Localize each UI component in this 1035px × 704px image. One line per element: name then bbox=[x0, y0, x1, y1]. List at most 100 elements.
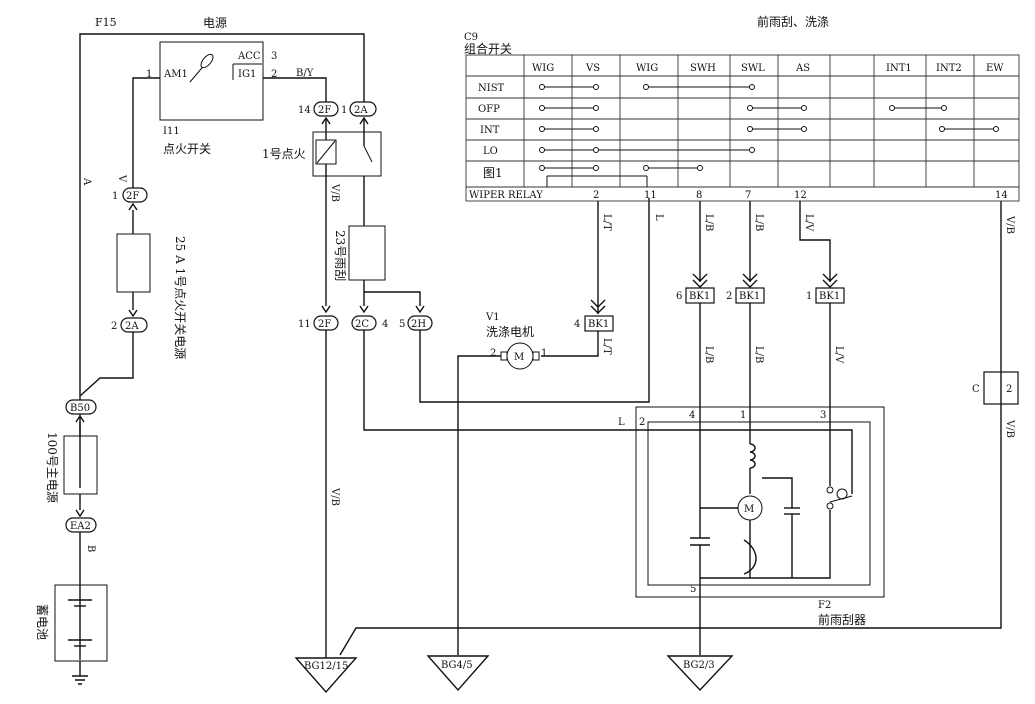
washer-pin-left: 2 bbox=[490, 348, 496, 359]
switch-header-3: SWH bbox=[690, 63, 716, 74]
switch-block-code: C9 bbox=[464, 32, 478, 43]
ignition-relay-box bbox=[312, 131, 382, 177]
connector-ea2 bbox=[65, 517, 97, 533]
connector-2f-top-label: 2F bbox=[318, 105, 331, 116]
ignition-ig1-pin: 2 bbox=[271, 69, 277, 80]
bk1-label-3: BK1 bbox=[819, 291, 840, 302]
connector-2c-pin: 4 bbox=[382, 319, 388, 330]
fuse-25a bbox=[116, 233, 151, 293]
fuse-f15-label: F15 bbox=[95, 16, 117, 29]
switch-row-0: NIST bbox=[478, 83, 505, 94]
connector-2a-top bbox=[349, 101, 377, 117]
relay-coil-diag bbox=[316, 140, 336, 164]
switch-header-7: INT1 bbox=[886, 63, 912, 74]
wire-label-lb2-upper: L/B bbox=[753, 214, 764, 231]
wiper-pin-5: 5 bbox=[690, 584, 696, 595]
lt-wire-lower bbox=[541, 331, 599, 357]
wiper-motor-label: M bbox=[744, 504, 754, 515]
bk1-arrow-2 bbox=[742, 273, 758, 288]
ground-bg12-15: BG12/15 bbox=[294, 655, 358, 694]
wiper-pin-1: 1 bbox=[740, 410, 746, 421]
wiper-pin-l-label: L bbox=[618, 417, 625, 428]
switch-header-0: WIG bbox=[532, 63, 554, 74]
bk1-label-1: BK1 bbox=[689, 291, 710, 302]
washer-motor-label: M bbox=[514, 352, 524, 363]
ground-bg2-3: BG2/3 bbox=[666, 655, 734, 692]
wiper-pin-l-num: 2 bbox=[639, 417, 645, 428]
switch-pin-11: 11 bbox=[644, 190, 657, 201]
connector-2f-left-label: 2F bbox=[126, 191, 139, 202]
wire-label-lt-lower: L/T bbox=[601, 338, 612, 355]
connector-arrow-ea2 bbox=[75, 509, 85, 518]
ignition-name: 点火开关 bbox=[163, 142, 211, 156]
wire-label-a: A bbox=[81, 177, 92, 186]
bk1-pin-0: 4 bbox=[574, 319, 580, 330]
wiper-motor-right bbox=[762, 477, 793, 508]
ignition-am1-pin: 1 bbox=[146, 69, 152, 80]
wire-label-lt-upper: L/T bbox=[601, 214, 612, 231]
wiper-switch-dot bbox=[826, 502, 834, 510]
wire-label-vb-right-lower: V/B bbox=[1004, 419, 1015, 438]
2h-to-switch-wire bbox=[419, 198, 650, 403]
joint-connector-c-label: C bbox=[972, 384, 980, 395]
joint-connector-c-pin: 2 bbox=[1006, 384, 1012, 395]
bk1-arrow-0 bbox=[590, 299, 606, 314]
switch-pin-7: 7 bbox=[745, 190, 751, 201]
wire-label-vb-low: V/B bbox=[329, 487, 340, 506]
washer-name: 洗涤电机 bbox=[486, 325, 534, 339]
connector-arrow-2f-left bbox=[128, 202, 138, 211]
ignition-key-icon bbox=[200, 53, 214, 69]
power-bus-wire bbox=[79, 33, 365, 488]
bk1-label-2: BK1 bbox=[739, 291, 760, 302]
connector-2a-left-pin: 2 bbox=[111, 321, 117, 332]
switch-table bbox=[465, 54, 1020, 202]
ignition-acc-pin: 3 bbox=[271, 51, 277, 62]
wire-label-vb-relay: V/B bbox=[329, 183, 340, 202]
connector-2a-top-label: 2A bbox=[354, 105, 368, 116]
wire-label-b: B bbox=[85, 545, 96, 552]
power-label: 电源 bbox=[203, 16, 227, 30]
ground-icon bbox=[72, 675, 88, 685]
switch-header-5: AS bbox=[795, 63, 810, 74]
connector-2f-top-pin: 14 bbox=[298, 105, 311, 116]
switch-row-2: INT bbox=[480, 125, 500, 136]
connector-arrow-2a-left bbox=[128, 309, 138, 318]
switch-pin-8: 8 bbox=[696, 190, 702, 201]
bk1-connector-0 bbox=[584, 315, 614, 332]
switch-pin-2: 2 bbox=[593, 190, 599, 201]
2c-to-wiper-wire bbox=[363, 330, 853, 494]
connector-arrows-top bbox=[321, 116, 369, 125]
wire-label-vb-right-upper: V/B bbox=[1004, 215, 1015, 234]
connector-ea2-label: EA2 bbox=[70, 521, 91, 532]
fuse-23-label: 23号雨刮 bbox=[333, 230, 347, 281]
connector-2c-label: 2C bbox=[355, 319, 369, 330]
switch-header-1: VS bbox=[585, 63, 600, 74]
switch-row-1: OFP bbox=[478, 104, 500, 115]
bk1-arrow-3 bbox=[822, 273, 838, 288]
connector-2f-low-label: 2F bbox=[318, 319, 331, 330]
ignition-code: I11 bbox=[163, 126, 180, 137]
switch-contacts bbox=[539, 84, 999, 187]
connector-b50 bbox=[65, 399, 97, 415]
switch-header-4: SWL bbox=[741, 63, 765, 74]
ignition-am1-label: AM1 bbox=[163, 69, 188, 80]
bk1-pin-2: 2 bbox=[726, 291, 732, 302]
am1-wire bbox=[132, 77, 160, 188]
switch-pin-14: 14 bbox=[995, 190, 1008, 201]
connector-arrows-mid bbox=[321, 305, 425, 314]
connector-2h-label: 2H bbox=[411, 319, 426, 330]
switch-header-9: EW bbox=[986, 63, 1004, 74]
bk1-pin-3: 1 bbox=[806, 291, 812, 302]
connector-2a-top-pin: 1 bbox=[341, 105, 347, 116]
connector-2f-top bbox=[313, 101, 339, 117]
fuse-25a-label: 25 A 1号点火开关电源 bbox=[173, 236, 187, 359]
wire-label-by: B/Y bbox=[296, 68, 314, 79]
wiper-pin-4: 4 bbox=[689, 410, 695, 421]
switch-block-name: 组合开关 bbox=[464, 41, 512, 56]
bk1-arrow-1 bbox=[692, 273, 708, 288]
ig1-wire bbox=[263, 77, 327, 103]
wire-label-lv-upper: L/V bbox=[803, 214, 814, 232]
washer-code: V1 bbox=[485, 312, 500, 323]
connector-2f-left-pin: 1 bbox=[112, 191, 118, 202]
connector-2h-pin: 5 bbox=[399, 319, 405, 330]
